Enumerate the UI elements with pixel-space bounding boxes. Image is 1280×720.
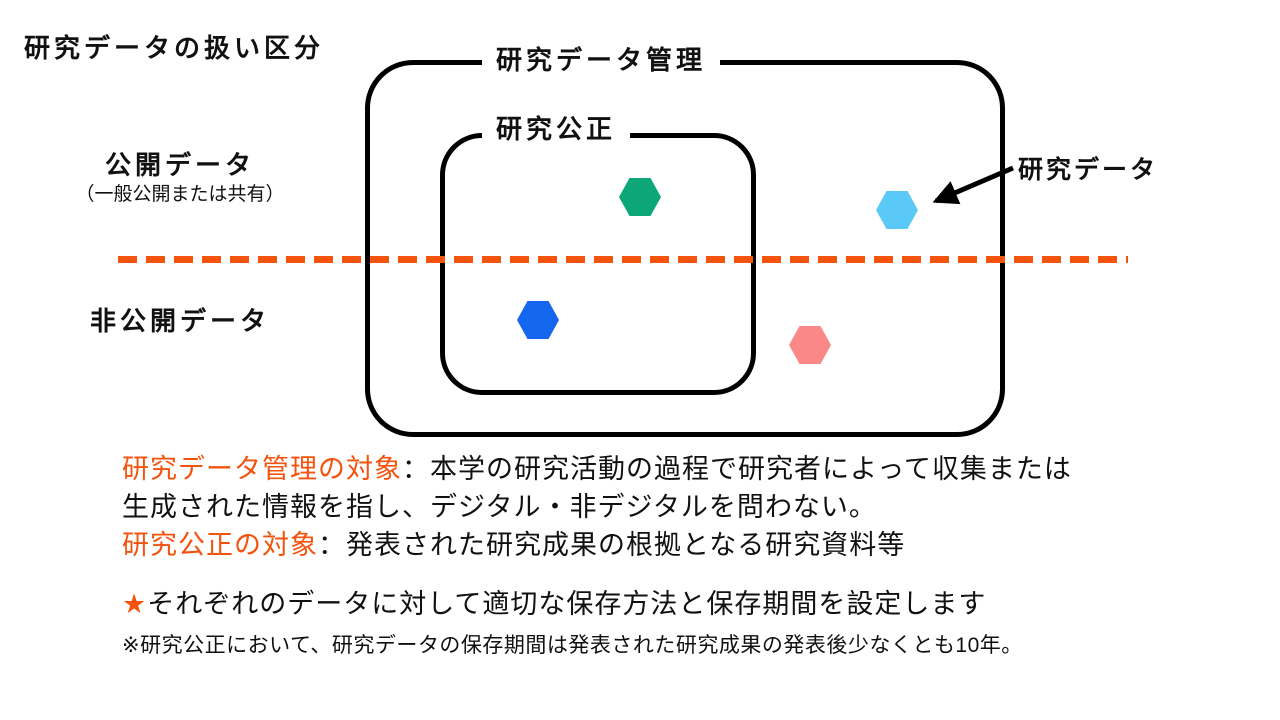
page-title: 研究データの扱い区分 — [24, 33, 325, 63]
retention-notes: ★それぞれのデータに対して適切な保存方法と保存期間を設定します ※研究公正におい… — [122, 585, 1023, 661]
star-icon: ★ — [122, 589, 148, 619]
note-line-5: ※研究公正において、研究データの保存期間は発表された研究成果の発表後少なくとも1… — [122, 634, 1023, 657]
note-line-3-rest: ：発表された研究成果の根拠となる研究資料等 — [318, 530, 906, 560]
inner-box-label: 研究公正 — [482, 113, 631, 145]
note-line-3: 研究公正の対象：発表された研究成果の根拠となる研究資料等 — [122, 526, 1072, 564]
public-private-divider-line — [118, 256, 1128, 263]
blue-hexagon — [517, 301, 559, 339]
note-line-1-highlight: 研究データ管理の対象 — [122, 454, 402, 484]
public-data-label-group: 公開データ （一般公開または共有） — [40, 150, 320, 207]
research-data-pointer-label: 研究データ — [1018, 156, 1159, 184]
arrow-icon — [912, 156, 1022, 219]
note-line-1-rest: ：本学の研究活動の過程で研究者によって収集または — [402, 454, 1072, 484]
public-data-label: 公開データ — [104, 150, 255, 180]
research-integrity-box — [440, 133, 756, 395]
note-line-2: 生成された情報を指し、デジタル・非デジタルを問わない。 — [122, 492, 877, 522]
pink-hexagon — [789, 326, 831, 364]
note-line-3-highlight: 研究公正の対象 — [122, 530, 318, 560]
note-line-4: ★それぞれのデータに対して適切な保存方法と保存期間を設定します — [122, 585, 1023, 623]
outer-box-label: 研究データ管理 — [482, 44, 721, 76]
public-data-sublabel: （一般公開または共有） — [75, 184, 285, 205]
note-line-1: 研究データ管理の対象：本学の研究活動の過程で研究者によって収集または — [122, 450, 1072, 488]
private-data-label-group: 非公開データ — [40, 306, 320, 336]
private-data-label: 非公開データ — [89, 306, 270, 336]
note-line-4-text: それぞれのデータに対して適切な保存方法と保存期間を設定します — [147, 589, 987, 619]
definition-notes: 研究データ管理の対象：本学の研究活動の過程で研究者によって収集または 生成された… — [122, 450, 1072, 564]
